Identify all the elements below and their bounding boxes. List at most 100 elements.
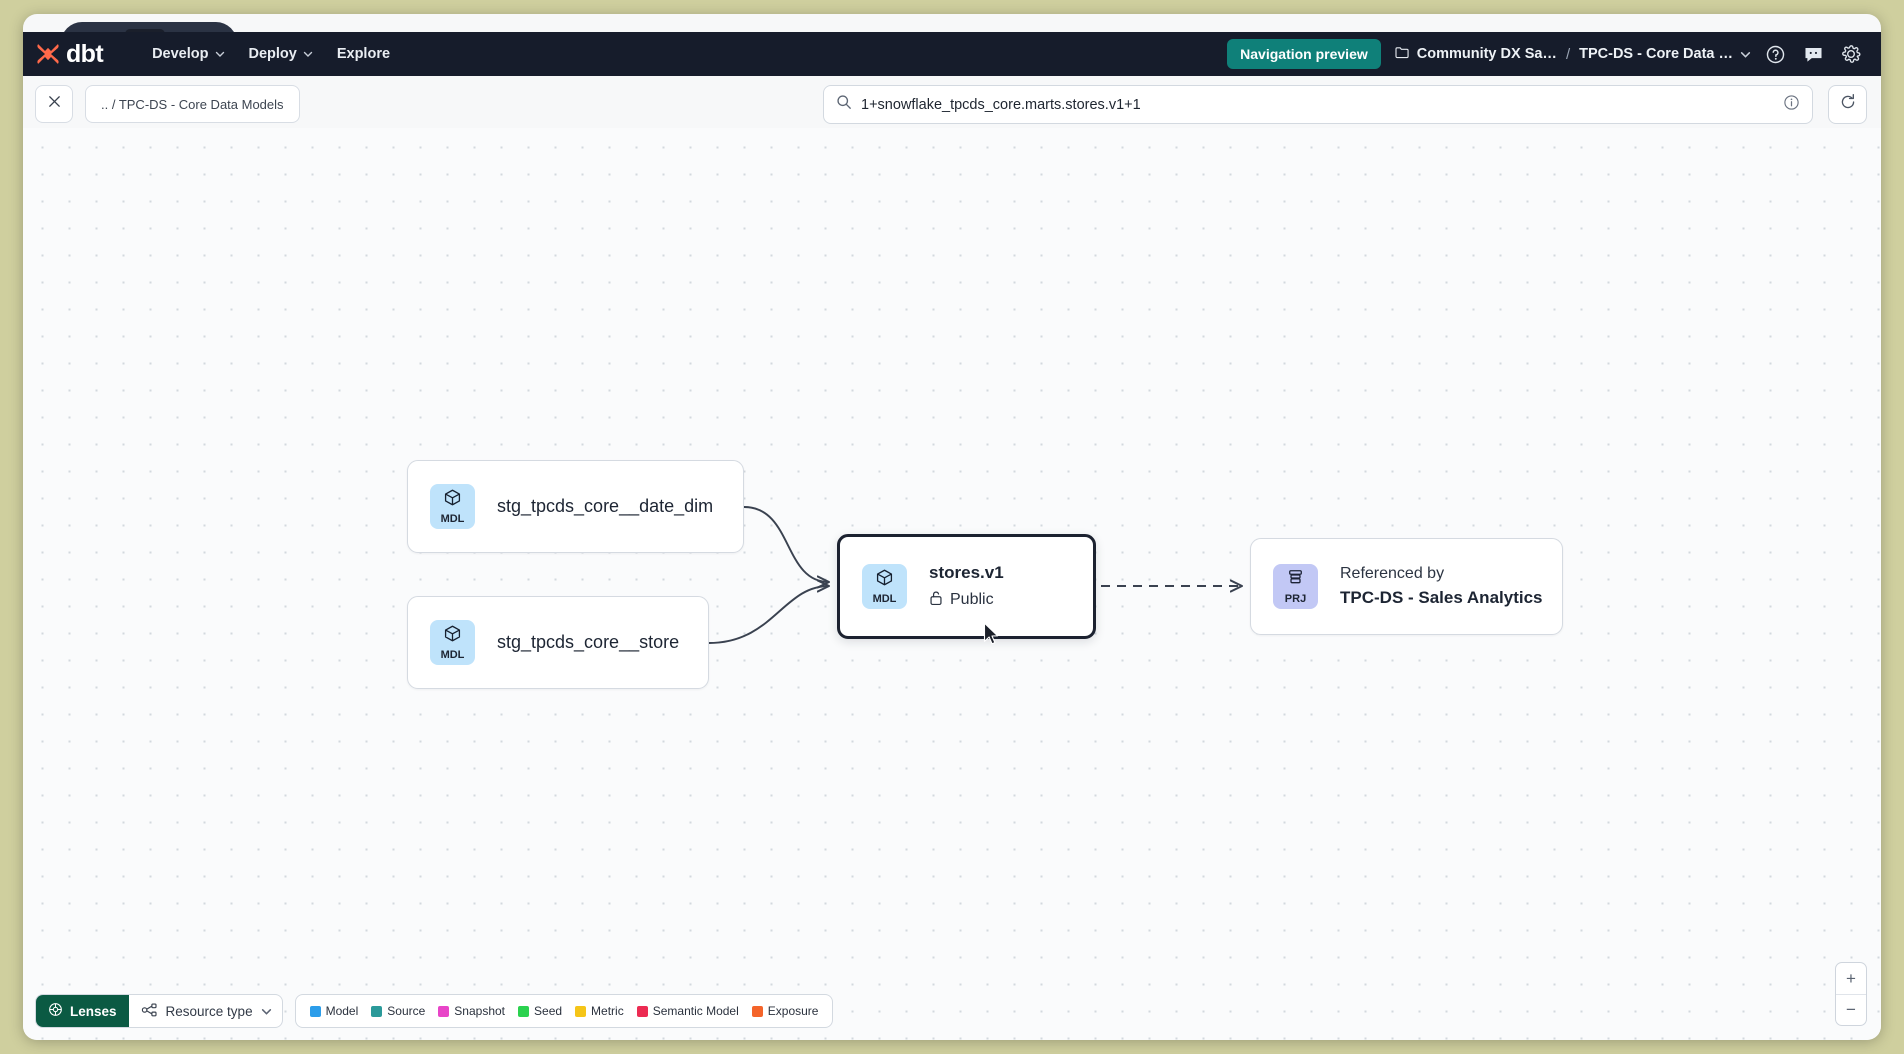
breadcrumb-project-label: TPC-DS - Core Data …: [1579, 46, 1733, 62]
legend-item-exposure: Exposure: [751, 1004, 819, 1018]
help-circle-icon[interactable]: [1763, 42, 1787, 66]
unlock-icon: [929, 590, 943, 611]
project-stack-icon: [1286, 568, 1305, 592]
dbt-logo[interactable]: dbt: [33, 39, 104, 69]
node-labels: stores.v1 Public: [929, 563, 1004, 611]
chevron-down-icon: [303, 49, 313, 58]
nav-right-group: Navigation preview Community DX Sa… / TP…: [1227, 39, 1881, 69]
cube-icon: [875, 568, 894, 592]
nav-item-deploy[interactable]: Deploy: [238, 39, 323, 69]
search-input[interactable]: 1+snowflake_tpcds_core.marts.stores.v1+1: [861, 96, 1141, 113]
legend-label: Seed: [534, 1004, 563, 1018]
graph-node-stg-tpcds-core-store[interactable]: MDL stg_tpcds_core__store: [407, 596, 709, 689]
lineage-graph-canvas[interactable]: MDL stg_tpcds_core__date_dim MDL stg_tpc…: [23, 128, 1881, 1040]
legend-swatch: [751, 1005, 763, 1017]
node-access-label: Public: [950, 591, 994, 608]
node-labels: Referenced by TPC-DS - Sales Analytics: [1340, 565, 1543, 608]
search-bar[interactable]: 1+snowflake_tpcds_core.marts.stores.v1+1: [823, 85, 1813, 124]
refresh-button[interactable]: [1828, 85, 1867, 124]
legend-label: Snapshot: [454, 1004, 506, 1018]
cube-icon: [443, 624, 462, 648]
legend-swatch: [438, 1005, 450, 1017]
chat-icon[interactable]: [1801, 42, 1825, 66]
lenses-button-label: Lenses: [70, 1003, 117, 1019]
legend-swatch: [636, 1005, 648, 1017]
breadcrumb-pill[interactable]: .. / TPC-DS - Core Data Models: [85, 85, 300, 123]
legend-swatch: [575, 1005, 587, 1017]
node-kicker: Referenced by: [1340, 565, 1445, 582]
node-labels: stg_tpcds_core__store: [497, 632, 679, 653]
node-title: stg_tpcds_core__date_dim: [497, 496, 714, 516]
gear-icon[interactable]: [1839, 42, 1863, 66]
lens-icon: [48, 1002, 63, 1020]
node-access-status: Public: [929, 590, 1004, 611]
legend-label: Exposure: [767, 1004, 819, 1018]
legend-label: Model: [325, 1004, 359, 1018]
nav-item-develop-label: Develop: [152, 46, 209, 62]
search-icon: [836, 94, 852, 115]
breadcrumb-account-label: Community DX Sa…: [1416, 46, 1557, 62]
dbt-x-logo-icon: [33, 39, 63, 69]
nav-item-deploy-label: Deploy: [248, 46, 297, 62]
zoom-in-button[interactable]: +: [1846, 968, 1856, 988]
legend-item-model: Model: [309, 1004, 359, 1018]
legend-swatch: [309, 1005, 321, 1017]
resource-badge-label: PRJ: [1284, 593, 1307, 605]
primary-nav: Develop Deploy Explore: [141, 39, 401, 69]
node-title: stores.v1: [929, 562, 1004, 582]
graph-node-referenced-by-project[interactable]: PRJ Referenced by TPC-DS - Sales Analyti…: [1250, 538, 1563, 635]
lenses-button[interactable]: Lenses: [36, 995, 129, 1027]
resource-badge-prj: PRJ: [1273, 564, 1318, 609]
legend-item-metric: Metric: [575, 1004, 624, 1018]
node-title: TPC-DS - Sales Analytics: [1340, 588, 1543, 607]
graph-node-stg-tpcds-core-date-dim[interactable]: MDL stg_tpcds_core__date_dim: [407, 460, 744, 553]
breadcrumb: Community DX Sa… / TPC-DS - Core Data …: [1395, 45, 1751, 63]
resource-type-dropdown[interactable]: Resource type: [129, 995, 282, 1027]
legend-swatch: [371, 1005, 383, 1017]
graph-bottom-controls: Lenses Resource type: [35, 994, 834, 1028]
node-labels: stg_tpcds_core__date_dim: [497, 496, 713, 517]
zoom-controls: + −: [1835, 962, 1867, 1026]
chevron-down-icon: [1740, 49, 1751, 58]
resource-badge-mdl: MDL: [430, 484, 475, 529]
breadcrumb-project[interactable]: TPC-DS - Core Data …: [1579, 46, 1751, 62]
nav-item-develop[interactable]: Develop: [141, 39, 234, 69]
close-icon: [47, 94, 62, 114]
folder-icon: [1395, 46, 1410, 63]
nodes-icon: [141, 1002, 158, 1021]
top-navigation-bar: dbt Develop Deploy Explore Navigation pr…: [23, 32, 1881, 76]
explore-toolbar: .. / TPC-DS - Core Data Models 1+snowfla…: [23, 76, 1881, 132]
breadcrumb-separator: /: [1565, 45, 1571, 63]
navigation-preview-button[interactable]: Navigation preview: [1227, 39, 1381, 69]
app-window: dbt Develop Deploy Explore Navigation pr…: [23, 14, 1881, 1040]
legend-swatch: [518, 1005, 530, 1017]
resource-type-legend: Model Source Snapshot Seed Metric: [294, 994, 834, 1028]
nav-item-explore-label: Explore: [336, 46, 391, 62]
legend-label: Semantic Model: [652, 1004, 739, 1018]
edge-solid: [708, 586, 829, 644]
resource-badge-label: MDL: [872, 593, 897, 605]
breadcrumb-pill-label: .. / TPC-DS - Core Data Models: [101, 96, 284, 112]
info-circle-icon[interactable]: [1783, 94, 1800, 116]
cube-icon: [443, 488, 462, 512]
resource-type-label: Resource type: [165, 1003, 253, 1019]
close-button[interactable]: [35, 85, 73, 123]
graph-node-stores-v1[interactable]: MDL stores.v1 Public: [837, 534, 1096, 639]
legend-item-snapshot: Snapshot: [438, 1004, 505, 1018]
resource-badge-label: MDL: [440, 513, 465, 525]
resource-badge-mdl: MDL: [862, 564, 907, 609]
node-title: stg_tpcds_core__store: [497, 632, 680, 652]
nav-item-explore[interactable]: Explore: [326, 39, 401, 69]
lenses-control-group: Lenses Resource type: [35, 994, 283, 1028]
legend-item-source: Source: [371, 1004, 425, 1018]
legend-label: Source: [387, 1004, 426, 1018]
edge-solid: [743, 506, 829, 582]
legend-item-seed: Seed: [518, 1004, 562, 1018]
breadcrumb-account[interactable]: Community DX Sa…: [1395, 46, 1557, 63]
legend-label: Metric: [591, 1004, 624, 1018]
legend-item-semantic-model: Semantic Model: [636, 1004, 739, 1018]
refresh-icon: [1839, 93, 1857, 116]
dbt-wordmark: dbt: [66, 39, 104, 68]
resource-badge-mdl: MDL: [430, 620, 475, 665]
zoom-out-button[interactable]: −: [1836, 993, 1866, 1026]
